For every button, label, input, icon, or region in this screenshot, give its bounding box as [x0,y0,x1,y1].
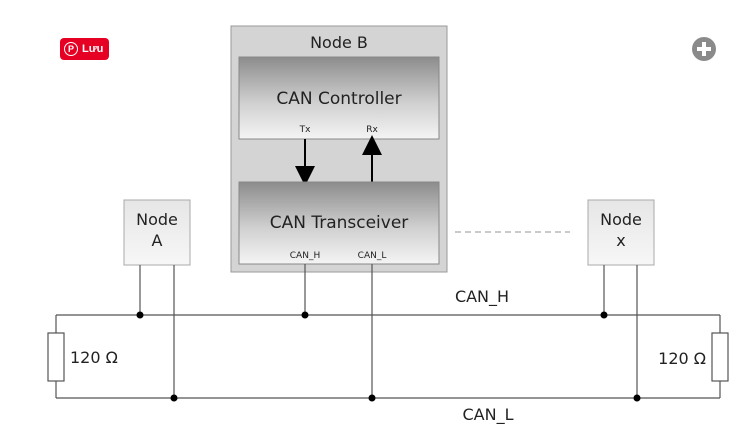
resistor-left-label: 120 Ω [70,348,118,367]
resistor-right [711,332,729,382]
pinterest-icon: P [64,42,78,56]
node-a-line2: A [152,231,163,250]
can-controller-box [238,56,440,140]
node-b: Node B CAN Controller Tx Rx CAN Transcei… [230,25,448,273]
tx-label: Tx [299,125,311,135]
junction-dot [136,311,144,319]
pinterest-save-button[interactable]: P Lưu [60,38,110,60]
can-transceiver-box [238,181,440,265]
node-x-box [587,199,655,266]
zoom-in-icon[interactable] [691,36,717,62]
can-controller-label: CAN Controller [276,89,401,109]
junction-dots [136,311,641,402]
node-x-line1: Node [600,210,642,229]
can-transceiver-label: CAN Transceiver [270,213,409,233]
node-x: Node x [587,199,655,266]
canh-pin-label: CAN_H [290,251,320,261]
junction-dot [368,394,376,402]
node-a: Node A [123,199,191,266]
bus-h-label: CAN_H [455,287,509,307]
rx-label: Rx [366,125,378,135]
canl-pin-label: CAN_L [358,251,387,261]
node-x-line2: x [616,231,625,250]
bus-l-label: CAN_L [463,405,514,425]
node-a-box [123,199,191,266]
resistor-left [47,332,65,382]
junction-dot [170,394,178,402]
junction-dot [301,311,309,319]
node-b-title: Node B [310,33,368,52]
save-label: Lưu [82,43,104,55]
bus-wires [55,264,721,399]
node-a-line1: Node [136,210,178,229]
junction-dot [600,311,608,319]
junction-dot [633,394,641,402]
resistor-right-label: 120 Ω [658,349,706,368]
